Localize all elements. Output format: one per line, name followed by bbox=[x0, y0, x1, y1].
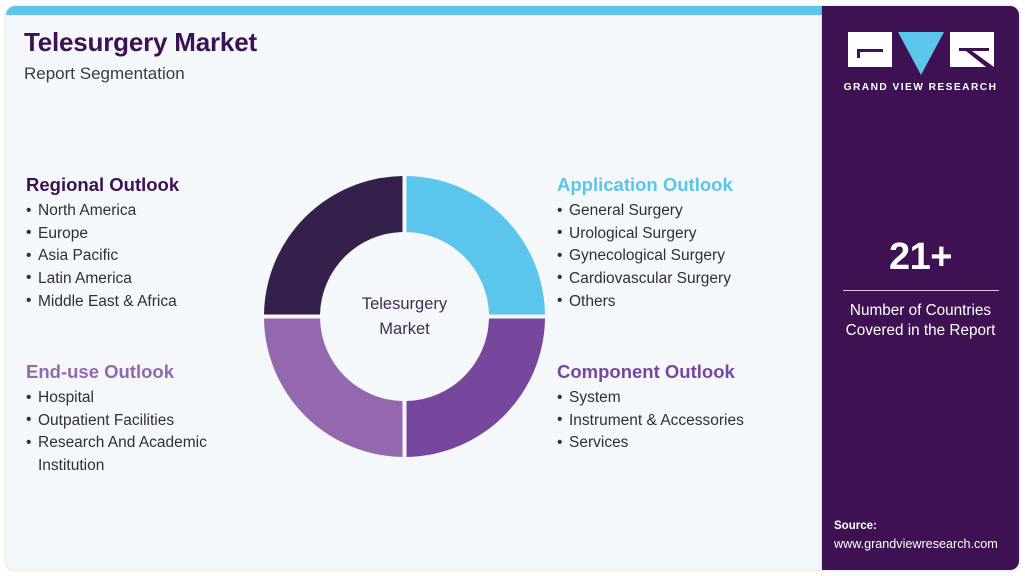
bullet-icon: • bbox=[26, 388, 32, 406]
top-accent-bar bbox=[6, 6, 823, 15]
bullet-icon: • bbox=[26, 269, 32, 287]
application-outlook-list: • General Surgery • Urological Surgery • Gy… bbox=[557, 200, 733, 313]
list-item-label: Urological Surgery bbox=[569, 224, 697, 242]
donut-segment-application bbox=[406, 176, 545, 315]
list-item-label: Hospital bbox=[38, 389, 94, 407]
logo-v-triangle-icon bbox=[897, 32, 944, 75]
enduse-outlook-heading: End-use Outlook bbox=[26, 361, 174, 382]
logo-marks bbox=[847, 32, 994, 75]
list-item: • Hospital bbox=[26, 387, 253, 410]
donut-segment-regional bbox=[264, 176, 403, 315]
stat-caption: Number of Countries Covered in the Repor… bbox=[822, 301, 1019, 341]
sidebar: GRAND VIEW RESEARCH 21+ Number of Countr… bbox=[822, 6, 1019, 570]
bullet-icon: • bbox=[557, 388, 563, 406]
source-label: Source: bbox=[834, 519, 877, 532]
list-item-label: Latin America bbox=[38, 269, 132, 287]
donut-segment-enduse bbox=[264, 318, 403, 457]
bullet-icon: • bbox=[557, 224, 563, 242]
title-block: Telesurgery Market Report Segmentation bbox=[24, 27, 257, 83]
main-panel: Telesurgery Market Report Segmentation R… bbox=[6, 6, 823, 570]
list-item-label: System bbox=[569, 389, 621, 407]
stat-divider bbox=[842, 290, 999, 291]
list-item-label: Services bbox=[569, 434, 629, 452]
bullet-icon: • bbox=[26, 246, 32, 264]
stat-caption-line-1: Number of Countries bbox=[849, 302, 992, 319]
section-regional-outlook: Regional Outlook • North America • Europe … bbox=[26, 174, 179, 313]
list-item: • Cardiovascular Surgery bbox=[557, 268, 733, 291]
list-item-label: Middle East & Africa bbox=[38, 292, 177, 310]
list-item: • Gynecological Surgery bbox=[557, 245, 733, 268]
bullet-icon: • bbox=[26, 292, 32, 310]
list-item-label: Cardiovascular Surgery bbox=[569, 269, 731, 287]
list-item: • Middle East & Africa bbox=[26, 291, 179, 314]
bullet-icon: • bbox=[557, 292, 563, 310]
donut-chart: Telesurgery Market bbox=[262, 174, 547, 459]
bullet-icon: • bbox=[26, 411, 32, 429]
donut-chart-svg bbox=[264, 176, 545, 457]
list-item: • Research And Academic Institution bbox=[26, 432, 253, 477]
regional-outlook-list: • North America • Europe • Asia Pacific • La… bbox=[26, 200, 179, 313]
page-subtitle: Report Segmentation bbox=[24, 63, 185, 83]
list-item: • Others bbox=[557, 291, 733, 314]
bullet-icon: • bbox=[26, 224, 32, 242]
list-item: • Urological Surgery bbox=[557, 223, 733, 246]
list-item: • Asia Pacific bbox=[26, 245, 179, 268]
list-item: • Services bbox=[557, 432, 744, 455]
list-item-label: Outpatient Facilities bbox=[38, 411, 175, 429]
source-block: Source: www.grandviewresearch.com bbox=[834, 519, 1019, 552]
bullet-icon: • bbox=[557, 246, 563, 264]
donut-segment-component bbox=[406, 318, 545, 457]
bullet-icon: • bbox=[26, 201, 32, 219]
stat-number: 21+ bbox=[889, 236, 952, 278]
list-item: • Europe bbox=[26, 223, 179, 246]
section-enduse-outlook: End-use Outlook • Hospital • Outpatient Fa… bbox=[26, 361, 253, 478]
bullet-icon: • bbox=[557, 201, 563, 219]
list-item-label: Others bbox=[569, 292, 616, 310]
page-title: Telesurgery Market bbox=[24, 27, 257, 57]
brand-logo: GRAND VIEW RESEARCH bbox=[822, 32, 1019, 93]
stat-block: 21+ Number of Countries Covered in the R… bbox=[822, 238, 1019, 341]
bullet-icon: • bbox=[557, 433, 563, 451]
list-item-label: Instrument & Accessories bbox=[569, 411, 744, 429]
list-item-label: Research And Academic Institution bbox=[38, 434, 207, 474]
list-item-label: General Surgery bbox=[569, 202, 683, 220]
section-component-outlook: Component Outlook • System • Instrument & … bbox=[557, 361, 744, 455]
bullet-icon: • bbox=[26, 433, 32, 451]
list-item: • Outpatient Facilities bbox=[26, 410, 253, 433]
stat-caption-line-2: Covered in the Report bbox=[845, 322, 996, 339]
list-item-label: Europe bbox=[38, 224, 88, 242]
list-item: • Latin America bbox=[26, 268, 179, 291]
logo-wordmark: GRAND VIEW RESEARCH bbox=[843, 82, 998, 93]
regional-outlook-heading: Regional Outlook bbox=[26, 174, 180, 195]
application-outlook-heading: Application Outlook bbox=[557, 174, 733, 195]
bullet-icon: • bbox=[557, 411, 563, 429]
list-item: • North America bbox=[26, 200, 179, 223]
list-item: • Instrument & Accessories bbox=[557, 410, 744, 433]
list-item: • General Surgery bbox=[557, 200, 733, 223]
component-outlook-list: • System • Instrument & Accessories • Servi… bbox=[557, 387, 744, 455]
logo-g-icon bbox=[847, 32, 892, 67]
source-url[interactable]: www.grandviewresearch.com bbox=[834, 536, 998, 551]
list-item-label: North America bbox=[38, 202, 137, 220]
enduse-outlook-list: • Hospital • Outpatient Facilities • Resear… bbox=[26, 387, 253, 477]
section-application-outlook: Application Outlook • General Surgery • Ur… bbox=[557, 174, 733, 313]
logo-r-icon bbox=[949, 32, 994, 67]
list-item-label: Gynecological Surgery bbox=[569, 247, 725, 265]
list-item-label: Asia Pacific bbox=[38, 247, 119, 265]
list-item: • System bbox=[557, 387, 744, 410]
component-outlook-heading: Component Outlook bbox=[557, 361, 735, 382]
bullet-icon: • bbox=[557, 269, 563, 287]
